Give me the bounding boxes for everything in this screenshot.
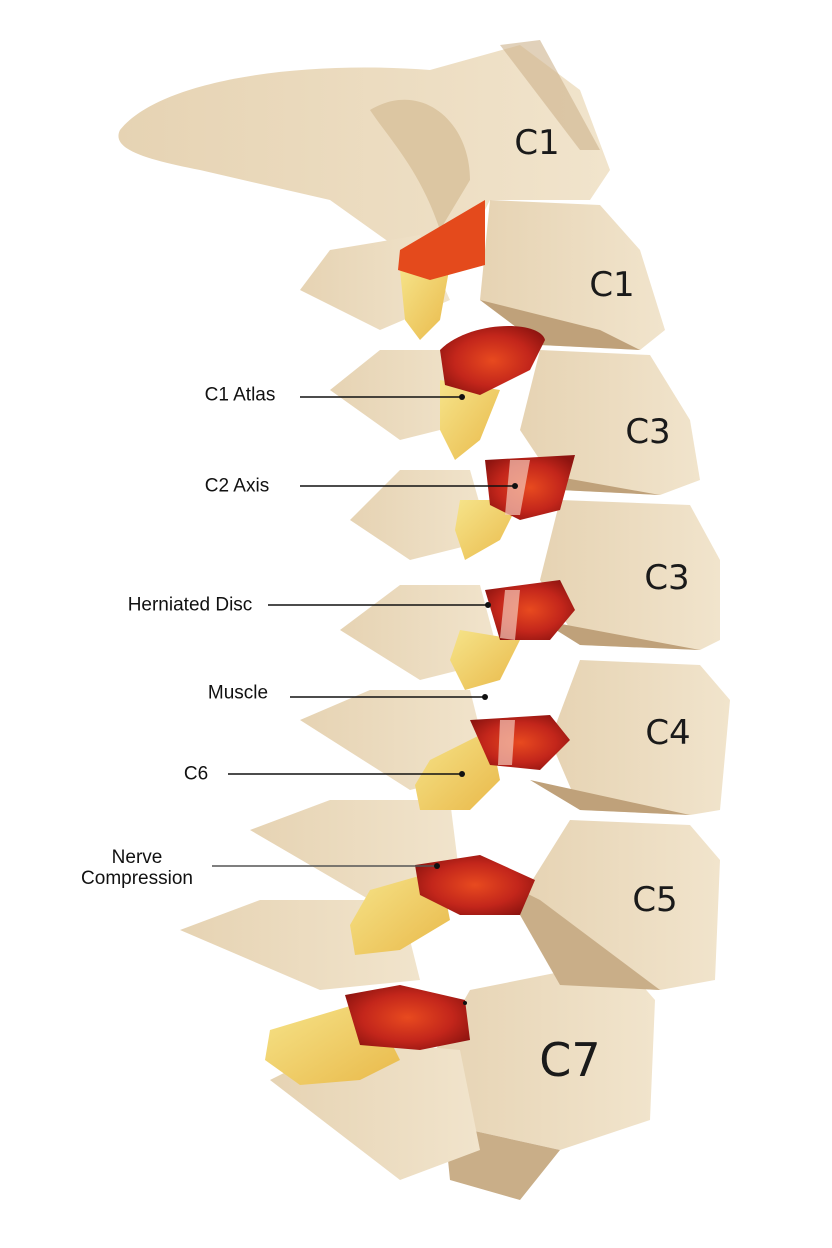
vertebra-label: C3 [625, 412, 671, 452]
callout-herniated-disc: Herniated Disc [127, 594, 253, 616]
callout-line1: Nerve [111, 847, 163, 868]
callout-dots [434, 394, 518, 1005]
callout-c6: C6 [183, 763, 209, 785]
callout-muscle: Muscle [207, 682, 269, 704]
callout-nerve-compression: Nerve Compression [81, 847, 193, 889]
vertebra-label: C1 [514, 123, 560, 163]
callout-line2: Compression [81, 868, 193, 889]
vertebral-bodies [430, 200, 730, 1200]
vertebra-label: C1 [589, 265, 635, 305]
vertebra-label: C5 [632, 880, 678, 920]
vertebra-label: C3 [644, 558, 690, 598]
callout-lines [212, 396, 515, 867]
vertebra-c1-top [118, 40, 610, 250]
vertebra-label: C4 [645, 713, 691, 753]
callout-c2-axis: C2 Axis [204, 475, 270, 497]
callout-c1-atlas: C1 Atlas [204, 384, 276, 406]
herniated-discs [345, 200, 575, 1050]
vertebra-label: C7 [539, 1033, 601, 1087]
